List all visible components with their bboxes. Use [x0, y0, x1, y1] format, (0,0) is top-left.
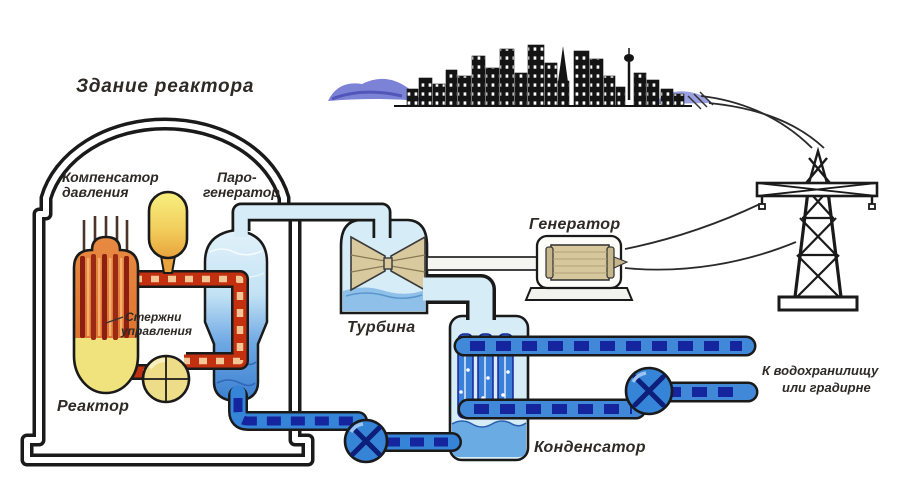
tower-peak	[805, 146, 831, 184]
generator-winding-lines	[553, 251, 607, 274]
feedwater-pump-highlight	[349, 422, 364, 433]
generator-endcap-right	[606, 246, 615, 279]
turbine-generator-shaft	[426, 256, 540, 271]
cooling-pump	[624, 366, 674, 416]
crossarm-insulators	[758, 196, 876, 210]
control-rods-leader-line	[105, 316, 124, 324]
tower-base	[777, 295, 859, 312]
wire-tower-to-city-1	[700, 95, 813, 149]
generator-pedestal	[524, 287, 634, 301]
label-control-rods-line1: Стержни	[125, 310, 182, 324]
reactor-outline	[72, 235, 140, 395]
label-condenser: Конденсатор	[534, 439, 646, 456]
tower-leg-left	[793, 182, 811, 298]
generator	[524, 234, 634, 301]
pump-to-sg-dashes	[233, 398, 354, 426]
city-buildings	[406, 44, 685, 107]
steam-line-fill	[234, 205, 389, 246]
primary-pump	[141, 354, 191, 404]
pressurizer-vessel	[147, 190, 189, 260]
turbine-water-wave	[345, 292, 423, 299]
label-turbine: Турбина	[347, 319, 415, 336]
exhaust-fill	[423, 277, 493, 327]
reactor-vessel	[72, 216, 140, 395]
label-reactor: Реактор	[57, 398, 129, 415]
label-outflow-line1: К водохранилищу	[762, 363, 879, 378]
label-building-title: Здание реактора	[76, 76, 254, 97]
power-lines	[624, 95, 825, 271]
hill-left-shade	[331, 90, 403, 101]
transmission-tower	[755, 146, 879, 312]
reactor-bottom-yellow	[74, 338, 138, 393]
turbine-blade-lines	[350, 254, 426, 273]
label-control-rods-line2: управления	[120, 324, 192, 338]
turbine	[339, 218, 429, 315]
pressurizer	[147, 190, 189, 274]
needle-tower	[624, 48, 634, 100]
label-pressurizer-line1: Компенсатор	[62, 169, 159, 185]
turbine-housing-outline	[339, 218, 429, 315]
tower-leg-right	[825, 182, 843, 298]
generator-rotor	[550, 244, 610, 281]
label-generator: Генератор	[529, 216, 620, 233]
containment-inner-line	[24, 120, 311, 463]
condenser-water-wave	[451, 420, 527, 428]
condenser-water	[452, 421, 526, 457]
primary-pipe-checker	[134, 275, 244, 365]
city-skyline	[328, 44, 714, 110]
cooling-pump-highlight	[631, 371, 647, 383]
turbine-blade-left	[350, 235, 386, 292]
feedwater-pump	[343, 418, 389, 464]
label-steam-generator-line2: генератор	[203, 184, 280, 200]
main-steam-line	[231, 202, 392, 246]
generator-endcap-left	[545, 246, 554, 279]
label-outflow-line2: или градирне	[782, 380, 871, 395]
primary-pump-highlight	[148, 358, 167, 370]
wire-generator-to-tower-1	[624, 203, 761, 250]
wire-generator-to-tower-2	[624, 241, 797, 271]
city-spire	[558, 46, 568, 82]
label-steam-generator-line1: Паро-	[217, 169, 257, 185]
generator-output-cone	[613, 256, 629, 269]
label-pressurizer-line2: давления	[62, 184, 128, 200]
diagram-labels: Здание реактора Компенсатор давления Пар…	[57, 76, 879, 456]
crossarm-bracing	[756, 182, 878, 197]
cooling-water-loop	[453, 335, 759, 420]
wire-tower-to-city-2	[708, 102, 825, 149]
turbine-exhaust-line	[423, 274, 496, 327]
turbine-hub	[383, 257, 393, 270]
